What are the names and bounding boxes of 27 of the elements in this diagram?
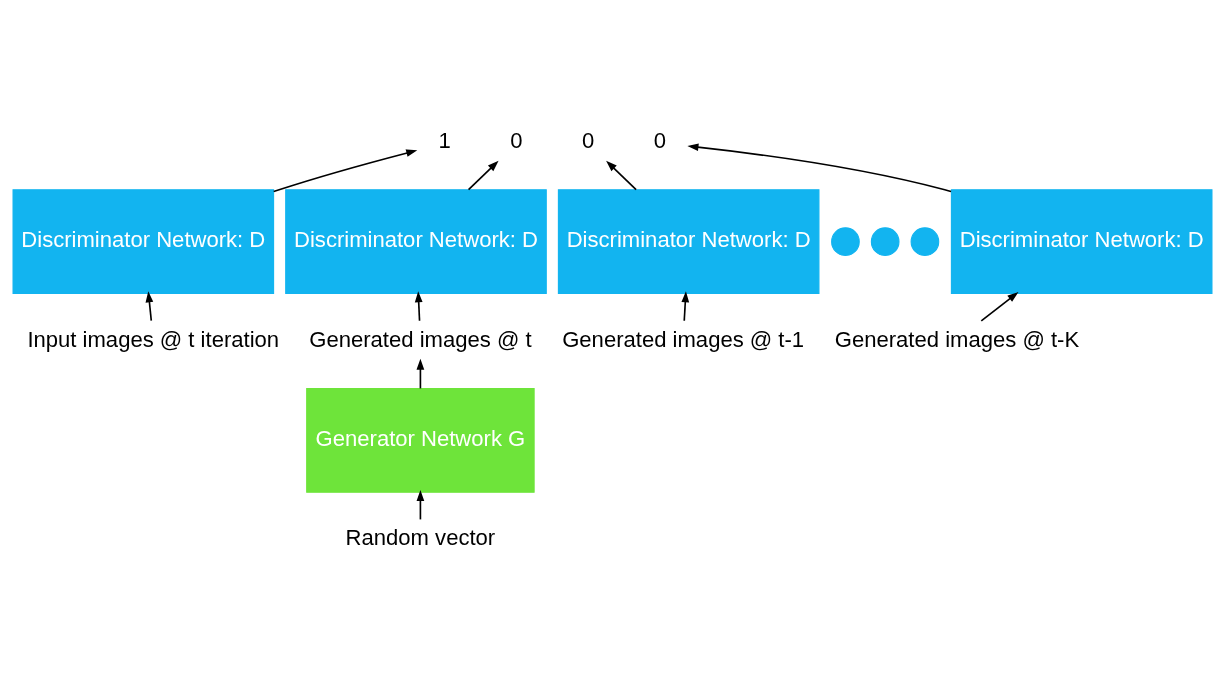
arrow [980, 292, 1019, 322]
node-text: Generated images @ t [309, 326, 532, 352]
node-circle [870, 227, 900, 256]
arrow [681, 291, 690, 322]
node-text: Generated images @ t-1 [562, 326, 805, 352]
node-text: Random vector [345, 525, 496, 551]
node-box: Discriminator Network: D [557, 189, 820, 295]
node-text: Input images @ t iteration [27, 326, 280, 352]
arrow [416, 358, 425, 390]
arrow [145, 291, 154, 322]
node-circle [910, 227, 940, 256]
node-text: 0 [510, 127, 523, 153]
node-text: 0 [653, 127, 667, 153]
node-box: Discriminator Network: D [285, 189, 547, 295]
node-text: 1 [438, 127, 451, 153]
arrow [414, 291, 423, 322]
node-circle [831, 227, 860, 256]
arrow [687, 143, 952, 193]
node-text: Generated images @ t-K [834, 326, 1080, 352]
arrow [606, 160, 637, 191]
arrow [416, 489, 425, 521]
arrow [272, 149, 418, 193]
node-box: Generator Network G [306, 387, 535, 493]
arrow [467, 160, 499, 191]
node-box: Discriminator Network: D [12, 189, 275, 295]
node-text: 0 [582, 127, 595, 153]
node-box: Discriminator Network: D [950, 189, 1213, 295]
